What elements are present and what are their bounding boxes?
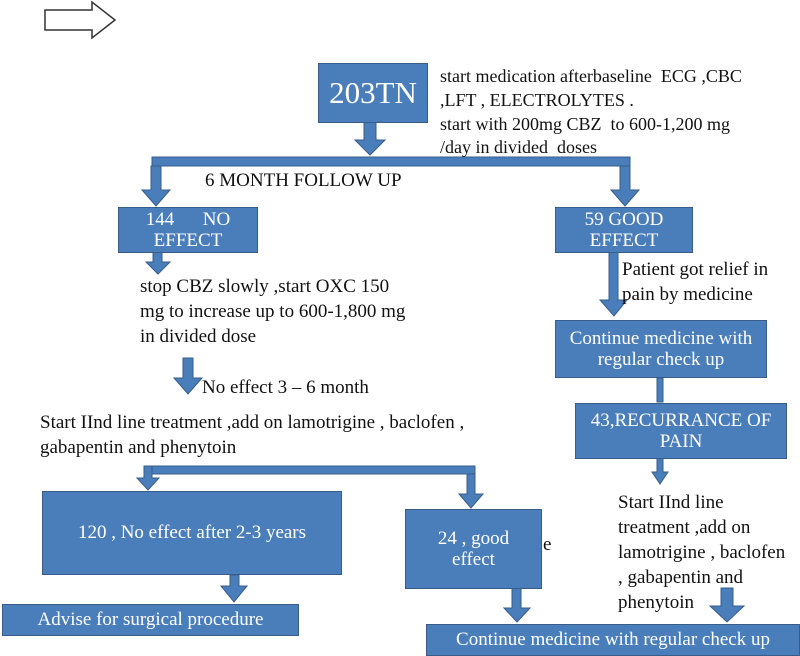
arrow-root-down	[353, 119, 387, 156]
second-line-right-text: Start IInd line treatment ,add on lamotr…	[618, 492, 786, 614]
arrow-24-down	[502, 587, 532, 623]
node-43-recurrence: 43,RECURRANCE OF PAIN	[575, 403, 787, 459]
arrow-no-effect-months	[172, 357, 204, 395]
followup-label: 6 MONTH FOLLOW UP	[205, 170, 402, 191]
connector-continue-recurrence	[656, 377, 664, 403]
no-effect-months-label: No effect 3 – 6 month	[202, 377, 369, 398]
arrow-lower-left	[135, 465, 161, 491]
arrow-recurrence-down	[651, 457, 669, 485]
node-24-good-effect: 24 , good effect	[405, 509, 542, 589]
relief-text: Patient got relief in pain by medicine	[622, 259, 769, 306]
node-24-label: 24 , good effect	[437, 527, 510, 570]
node-continue-medicine-2: Continue medicine with regular check up	[426, 624, 800, 656]
node-surgical-procedure: Advise for surgical procedure	[2, 604, 299, 636]
outline-arrow-icon	[44, 0, 117, 40]
node-120-no-effect: 120 , No effect after 2-3 years	[42, 491, 342, 575]
stray-letter: e	[543, 534, 552, 555]
node-203tn: 203TN	[318, 63, 428, 123]
arrow-left-branch	[140, 165, 172, 207]
branch-bar-top	[151, 156, 631, 167]
node-continue-2-label: Continue medicine with regular check up	[456, 629, 770, 651]
second-line-text: Start IInd line treatment ,add on lamotr…	[40, 412, 465, 459]
oxc-text: stop CBZ slowly ,start OXC 150 mg to inc…	[140, 276, 406, 348]
arrow-lower-right	[457, 473, 485, 509]
node-203tn-label: 203TN	[329, 74, 417, 110]
arrow-59-down	[598, 251, 629, 317]
node-59-good-effect: 59 GOOD EFFECT	[555, 207, 693, 253]
node-continue-medicine-1: Continue medicine with regular check up	[555, 320, 767, 378]
node-43-label: 43,RECURRANCE OF PAIN	[590, 409, 772, 452]
node-120-label: 120 , No effect after 2-3 years	[77, 522, 307, 544]
node-144-no-effect: 144 NO EFFECT	[118, 207, 258, 253]
start-medication-text: start medication afterbaseline ECG ,CBC …	[440, 66, 742, 158]
node-144-label: 144 NO EFFECT	[145, 208, 231, 251]
arrow-120-down	[219, 574, 249, 603]
arrow-right-branch	[609, 165, 641, 207]
node-continue-1-label: Continue medicine with regular check up	[569, 327, 753, 370]
arrow-right-text-down	[708, 587, 746, 623]
node-surgery-label: Advise for surgical procedure	[37, 609, 264, 631]
branch-bar-lower	[144, 465, 476, 475]
node-59-label: 59 GOOD EFFECT	[584, 208, 664, 251]
arrow-144-down	[144, 251, 172, 275]
